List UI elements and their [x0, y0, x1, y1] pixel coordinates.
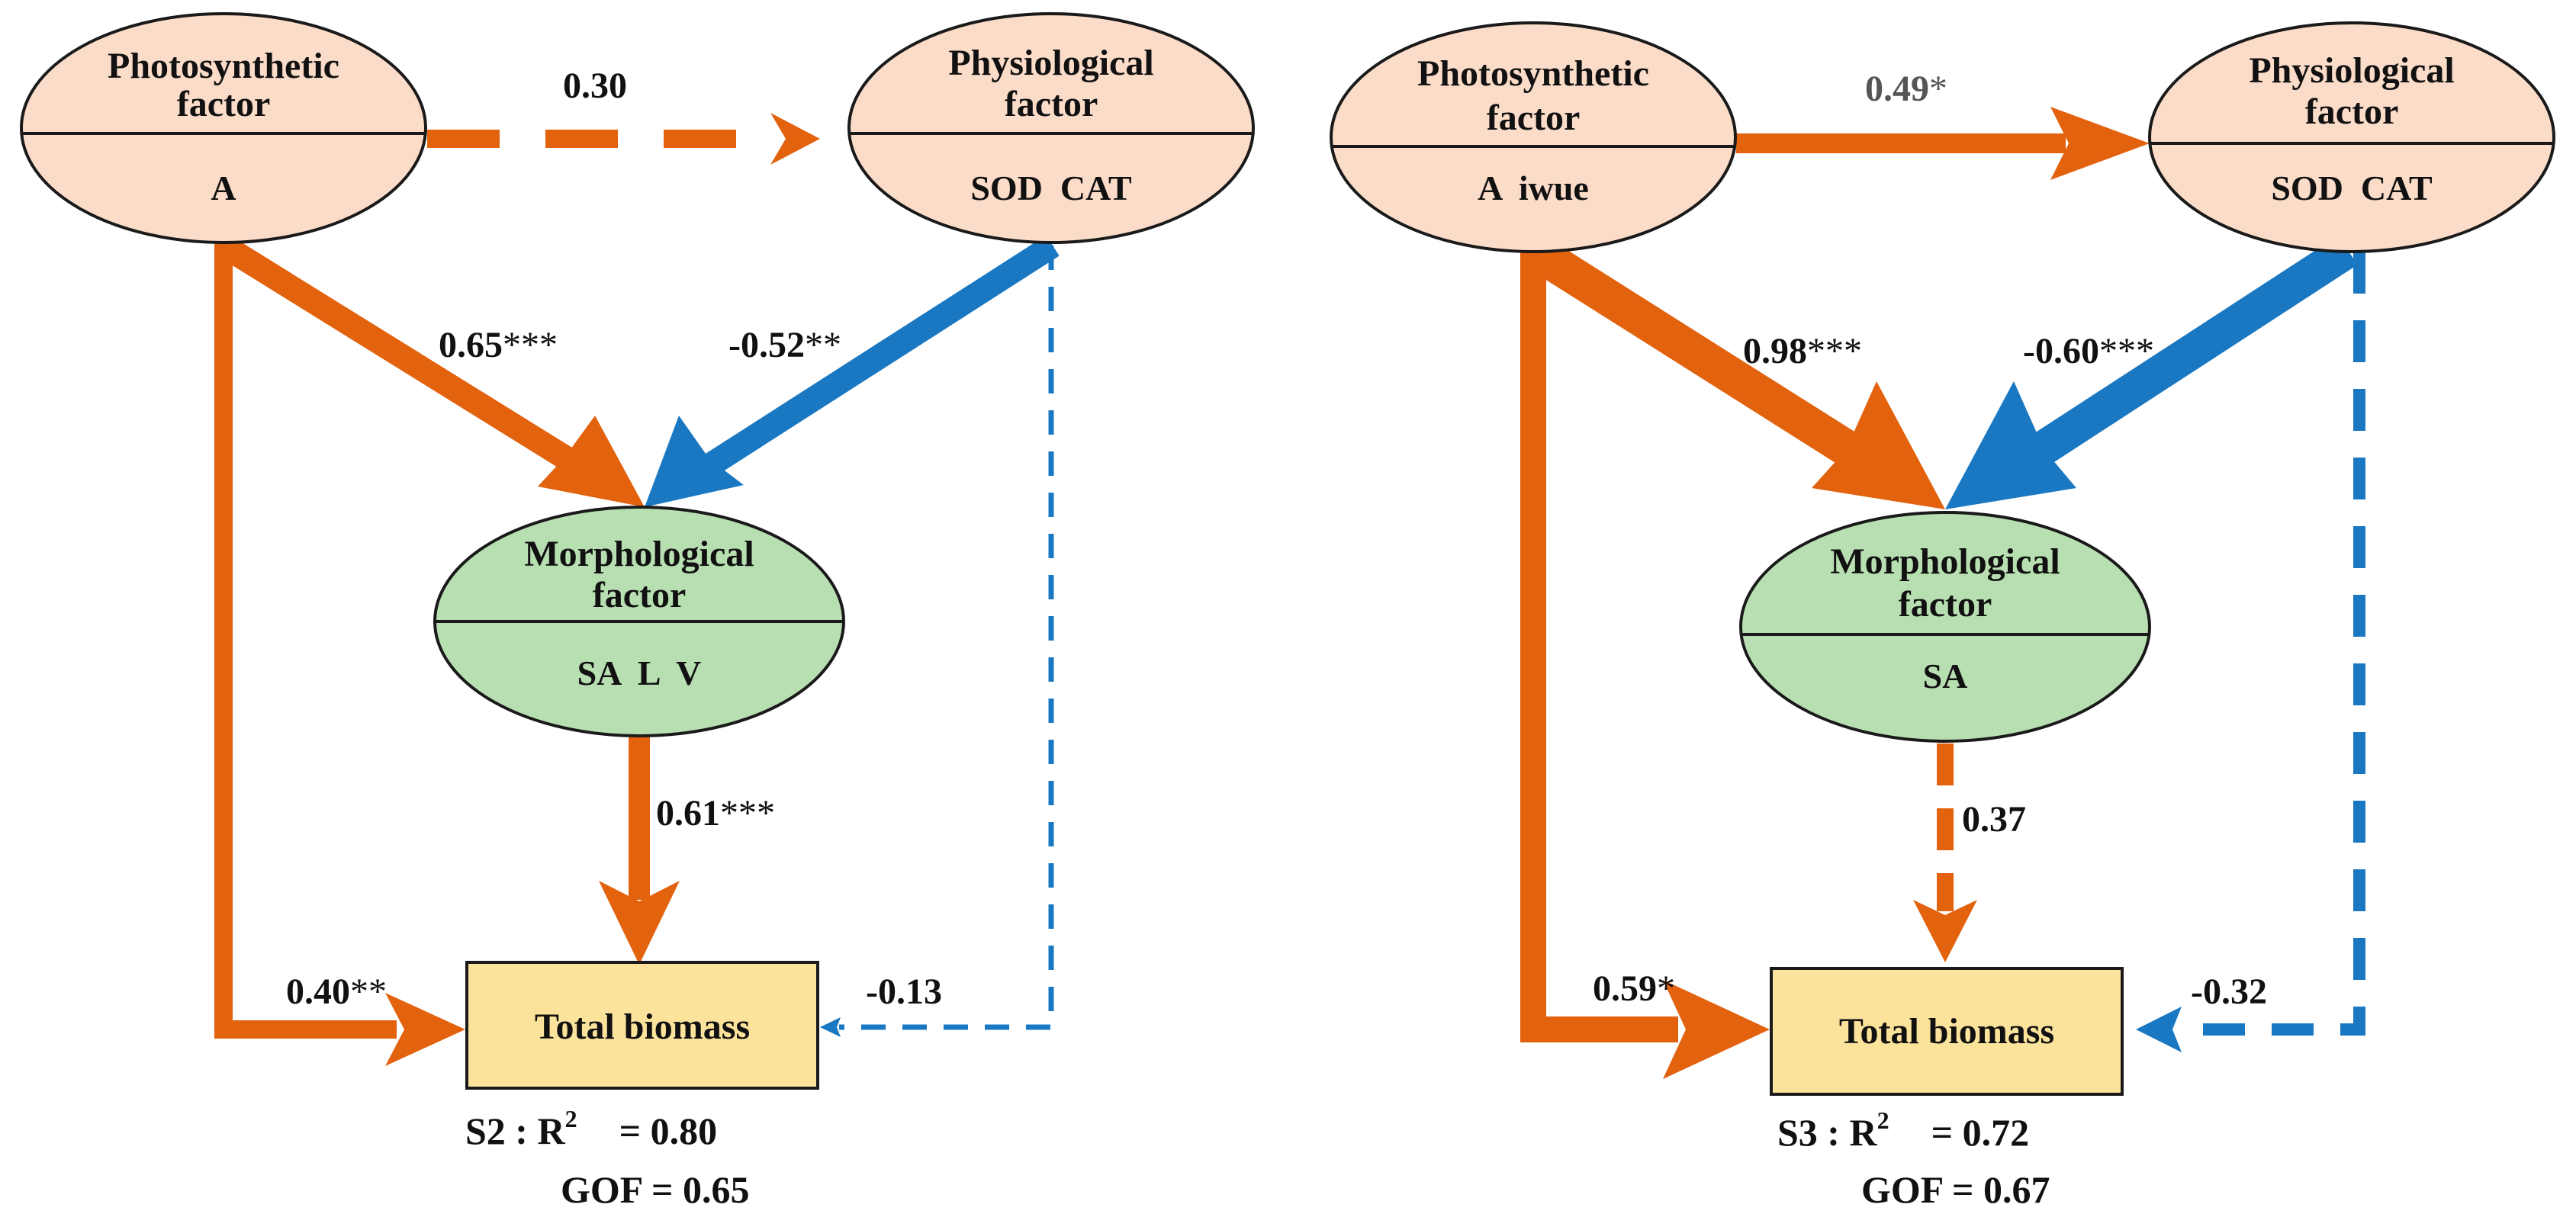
right-morph-title-2: factor: [1899, 584, 1992, 625]
left-path-physio-morph-arrowhead: [645, 416, 744, 507]
right-path-photo-physio-arrowhead: [2050, 107, 2150, 180]
right-path-physio-biomass-arrowhead: [2136, 1007, 2182, 1052]
left-morph-title-2: factor: [593, 575, 687, 615]
right-coef-photo-physio: 0.49*: [1865, 69, 1947, 109]
right-coef-morph-biomass: 0.37: [1962, 799, 2026, 840]
left-morph-vars: SA L V: [577, 654, 702, 692]
left-path-physio-biomass-arrowhead: [820, 1017, 841, 1037]
right-fit-gof: GOF = 0.67: [1861, 1168, 2050, 1211]
left-node-photosynthetic: Photosynthetic factor A: [20, 12, 427, 244]
left-photo-title-2: factor: [177, 84, 271, 124]
right-path-physio-morph-arrowhead: [1945, 381, 2076, 509]
left-photo-vars: A: [211, 169, 236, 207]
right-morph-vars: SA: [1923, 657, 1968, 695]
right-photo-title-1: Photosynthetic: [1417, 53, 1649, 94]
right-node-physiological: Physiological factor SOD CAT: [2148, 21, 2555, 253]
right-physio-vars: SOD CAT: [2271, 169, 2432, 207]
left-fit-gof: GOF = 0.65: [561, 1168, 749, 1211]
left-coef-photo-physio: 0.30: [563, 66, 627, 106]
right-morph-title-1: Morphological: [1830, 541, 2060, 582]
left-path-physio-morph: [701, 235, 1060, 477]
right-panel: Photosynthetic factor A iwue Physiologic…: [1330, 21, 2555, 1211]
right-coef-photo-biomass: 0.59*: [1593, 968, 1675, 1009]
right-photo-title-2: factor: [1487, 98, 1581, 138]
left-coef-physio-morph: -0.52**: [728, 325, 841, 365]
right-path-photo-morph: [1523, 234, 1871, 474]
left-path-morph-biomass-arrowhead: [599, 881, 680, 965]
left-physio-title-1: Physiological: [948, 43, 1153, 83]
left-coef-physio-biomass: -0.13: [866, 971, 942, 1012]
left-fit-r2: S2 : R2= 0.80: [465, 1105, 717, 1152]
right-path-physio-morph: [2019, 235, 2358, 473]
right-node-total-biomass: Total biomass: [1770, 967, 2124, 1096]
left-path-photo-physio-arrowhead: [770, 113, 820, 165]
left-morph-title-1: Morphological: [524, 534, 754, 574]
right-path-morph-biomass-arrowhead: [1913, 900, 1977, 962]
right-coef-photo-morph: 0.98***: [1743, 331, 1862, 371]
right-physio-title-1: Physiological: [2249, 50, 2454, 91]
right-node-morphological: Morphological factor SA: [1739, 511, 2151, 743]
right-photo-vars: A iwue: [1478, 169, 1589, 207]
left-path-photo-morph: [217, 235, 587, 477]
left-node-morphological: Morphological factor SA L V: [433, 506, 845, 737]
right-path-photo-morph-arrowhead: [1812, 381, 1945, 509]
right-biomass-label: Total biomass: [1839, 1011, 2054, 1052]
left-biomass-label: Total biomass: [535, 1007, 750, 1047]
left-photo-title-1: Photosynthetic: [108, 46, 339, 86]
right-fit-r2: S3 : R2= 0.72: [1777, 1106, 2029, 1154]
left-panel: Photosynthetic factor A Physiological fa…: [20, 12, 1255, 1211]
left-path-photo-biomass-arrowhead: [385, 993, 465, 1066]
right-node-photosynthetic: Photosynthetic factor A iwue: [1330, 21, 1737, 253]
left-node-physiological: Physiological factor SOD CAT: [847, 12, 1255, 244]
left-path-photo-biomass: [214, 242, 397, 1039]
right-coef-physio-morph: -0.60***: [2023, 331, 2154, 371]
left-path-photo-morph-arrowhead: [538, 416, 645, 507]
left-coef-photo-morph: 0.65***: [439, 325, 558, 365]
left-physio-vars: SOD CAT: [970, 169, 1131, 207]
right-coef-physio-biomass: -0.32: [2191, 971, 2267, 1012]
left-coef-photo-biomass: 0.40**: [286, 971, 387, 1012]
left-coef-morph-biomass: 0.61***: [656, 793, 775, 833]
left-path-physio-biomass: [839, 246, 1054, 1030]
left-physio-title-2: factor: [1005, 84, 1098, 124]
right-physio-title-2: factor: [2305, 92, 2399, 132]
right-path-physio-biomass: [2193, 252, 2365, 1036]
right-path-photo-biomass: [1520, 248, 1678, 1042]
right-path-photo-biomass-arrowhead: [1663, 980, 1770, 1079]
left-node-total-biomass: Total biomass: [465, 961, 819, 1090]
